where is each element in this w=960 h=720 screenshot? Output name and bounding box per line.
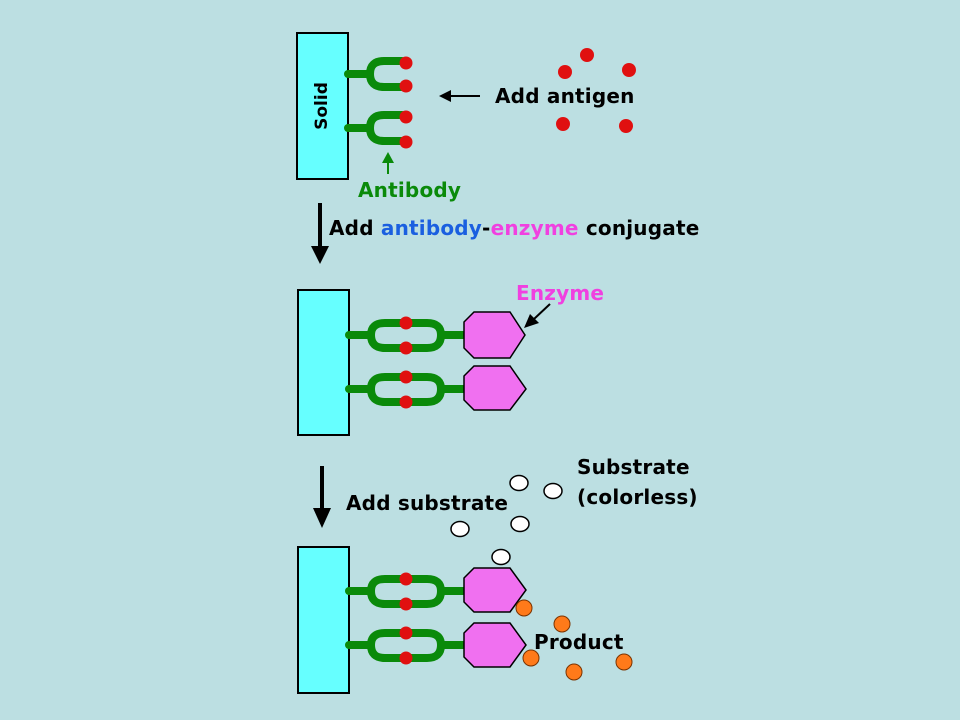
- step-arrow-2: [313, 466, 331, 528]
- solid-support: [297, 546, 350, 694]
- step2-suffix: conjugate: [578, 216, 700, 240]
- bound-antigen: [399, 56, 413, 149]
- step2-enzyme: enzyme: [490, 216, 579, 240]
- antibody-sandwich: [345, 575, 468, 662]
- antibody-sandwich: [345, 319, 468, 406]
- product-molecules: [515, 599, 633, 681]
- step2-prefix: Add: [329, 216, 381, 240]
- add-antigen-arrow: [439, 90, 480, 102]
- step-arrow-1: [311, 203, 329, 264]
- step2-dash: -: [482, 216, 491, 240]
- solid-support: [296, 32, 349, 180]
- enzyme-arrow: [524, 303, 551, 328]
- add-substrate-label: Add substrate: [346, 491, 509, 515]
- step2-antibody: antibody: [380, 216, 483, 240]
- antibody-arrow: [382, 152, 394, 174]
- add-antigen-label: Add antigen: [495, 84, 635, 108]
- enzyme-label: Enzyme: [516, 281, 605, 305]
- solid-label: Solid: [312, 82, 332, 130]
- colorless-label: (colorless): [577, 485, 698, 509]
- enzyme-shape: [463, 567, 527, 668]
- free-antigen: [556, 48, 636, 133]
- step2-instruction: Add antibody-enzyme conjugate: [329, 218, 699, 238]
- enzyme-shape: [463, 311, 527, 411]
- substrate-label: Substrate: [577, 455, 690, 479]
- capture-antibody: [344, 57, 406, 145]
- panel-conjugate: [297, 289, 551, 436]
- bound-antigen: [399, 572, 413, 665]
- bound-antigen: [399, 316, 413, 409]
- panel-antigen-binding: [296, 32, 636, 180]
- solid-support: [297, 289, 350, 436]
- substrate-molecules: [450, 474, 563, 566]
- antibody-label: Antibody: [358, 178, 462, 202]
- panel-substrate: [297, 474, 633, 694]
- product-label: Product: [534, 630, 624, 654]
